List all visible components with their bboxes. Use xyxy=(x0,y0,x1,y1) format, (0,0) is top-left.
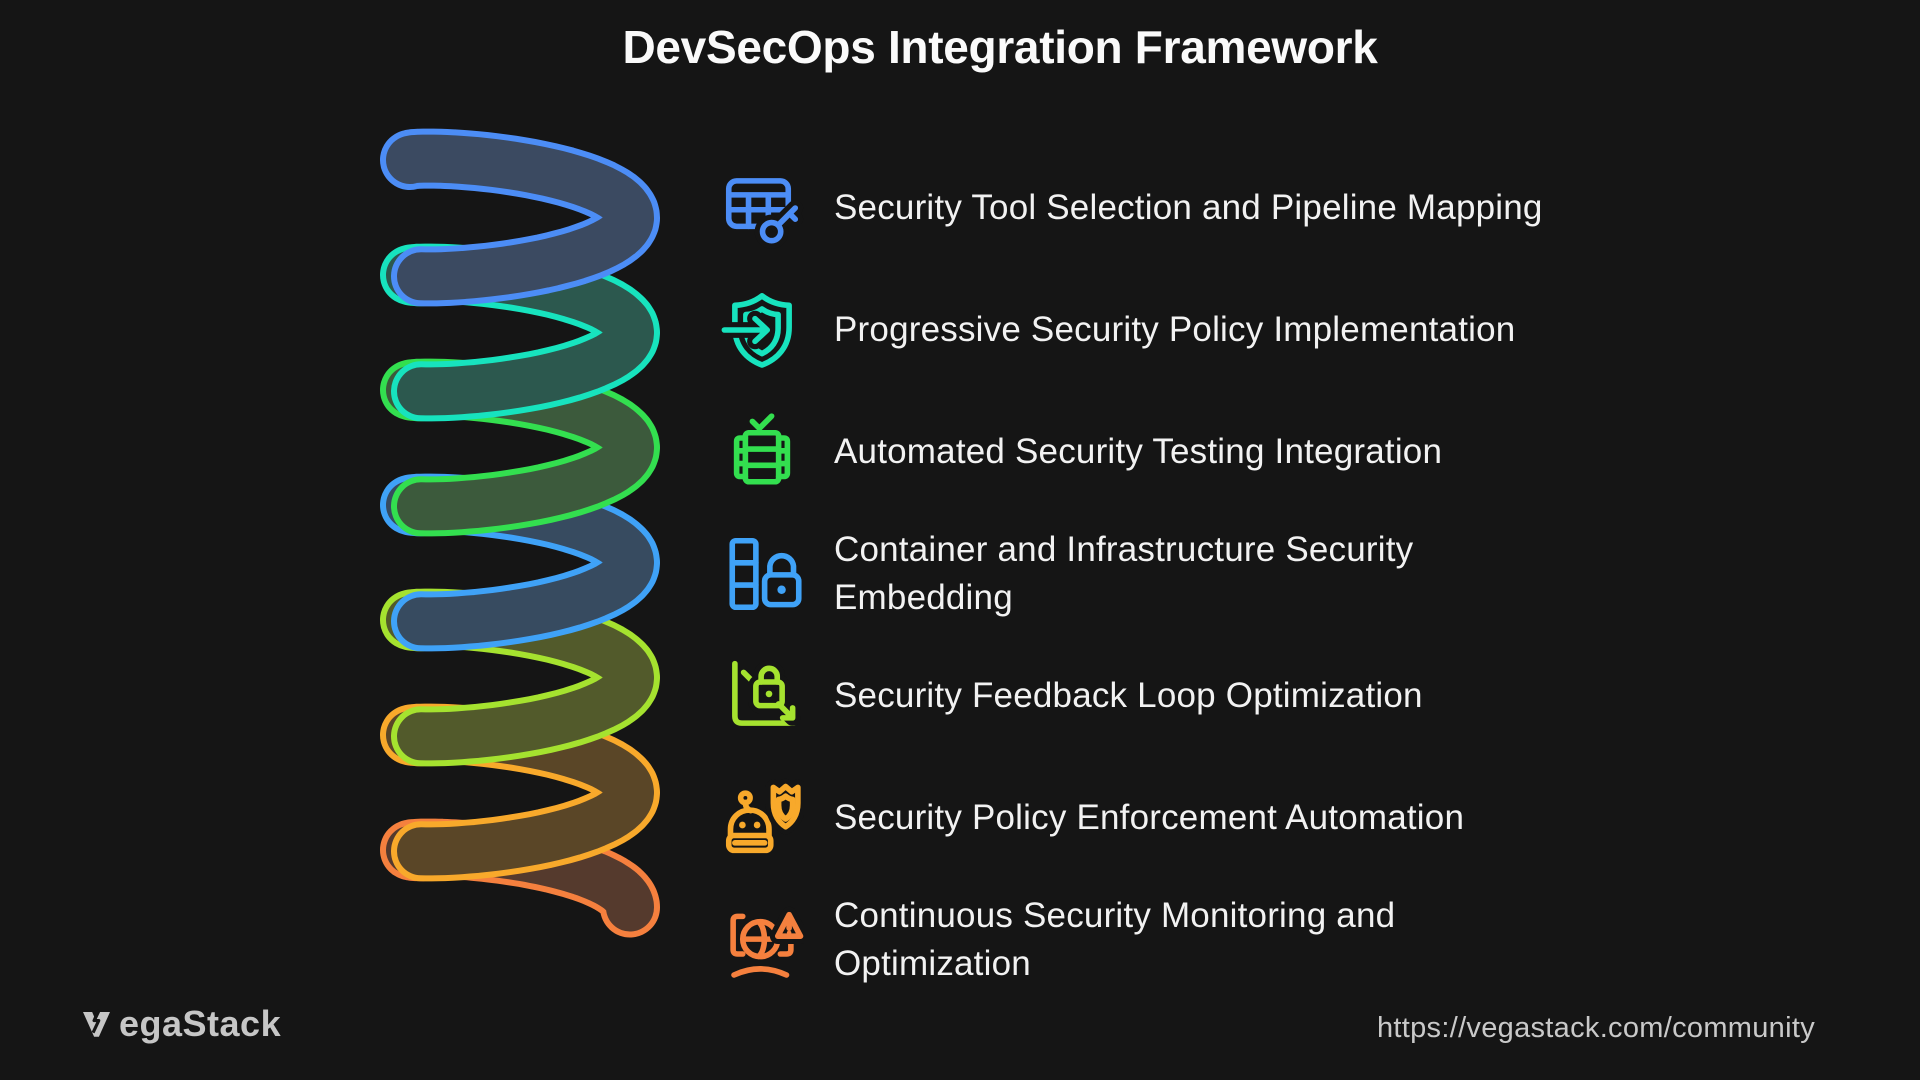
spiral-graphic xyxy=(380,128,660,938)
chart-lock-icon xyxy=(720,654,804,738)
vegastack-v-mark xyxy=(83,1009,110,1037)
list-item: Automated Security Testing Integration xyxy=(720,390,1442,514)
list-item: Continuous Security Monitoring and Optim… xyxy=(720,878,1554,1002)
item-label: Security Tool Selection and Pipeline Map… xyxy=(834,188,1543,228)
vegastack-logo: egaStack xyxy=(80,1003,281,1045)
list-item: Container and Infrastructure Security Em… xyxy=(720,512,1554,636)
item-label: Container and Infrastructure Security Em… xyxy=(834,530,1414,617)
list-item: Security Policy Enforcement Automation xyxy=(720,756,1464,880)
monitor-alert-icon xyxy=(720,898,804,982)
brand-text: egaStack xyxy=(119,1003,282,1044)
list-item: Security Feedback Loop Optimization xyxy=(720,634,1423,758)
container-lock-icon xyxy=(720,532,804,616)
page-title: DevSecOps Integration Framework xyxy=(622,21,1378,73)
item-label: Security Policy Enforcement Automation xyxy=(834,798,1465,838)
item-label: Progressive Security Policy Implementati… xyxy=(834,310,1516,350)
shield-arrow-icon xyxy=(720,288,804,372)
item-label: Automated Security Testing Integration xyxy=(834,432,1443,472)
table-key-icon xyxy=(720,166,804,250)
list-item: Progressive Security Policy Implementati… xyxy=(720,268,1515,392)
community-url: https://vegastack.com/community xyxy=(1376,1012,1815,1044)
item-label: Security Feedback Loop Optimization xyxy=(834,676,1423,716)
bot-shield-icon xyxy=(720,776,804,860)
server-check-icon xyxy=(720,410,804,494)
item-label: Continuous Security Monitoring and Optim… xyxy=(834,896,1396,983)
list-item: Security Tool Selection and Pipeline Map… xyxy=(720,146,1543,270)
